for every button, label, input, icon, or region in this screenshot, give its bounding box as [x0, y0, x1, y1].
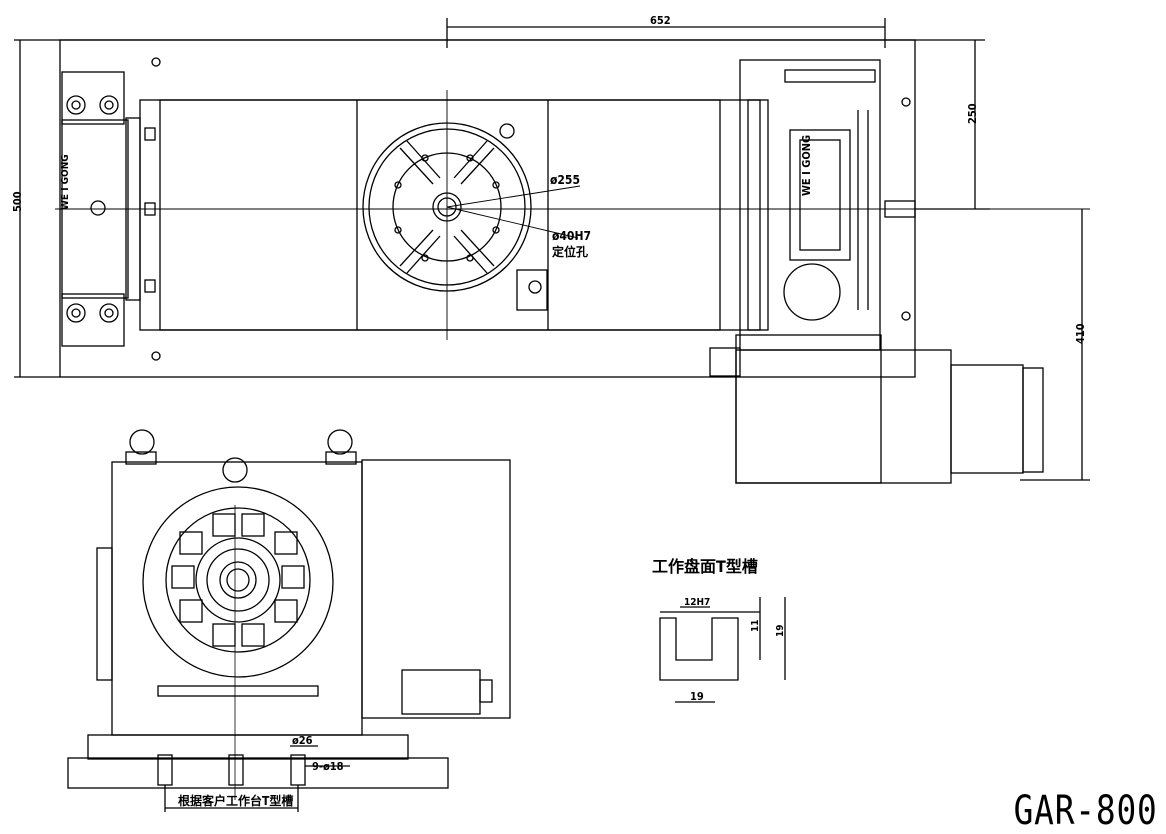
model-label: GAR-800	[1014, 788, 1158, 834]
dim-slot-depth: 11	[750, 619, 761, 632]
t-slot-detail	[659, 597, 786, 703]
base-tslot-label: 根据客户工作台T型槽	[178, 793, 293, 808]
dim-height-410: 410	[1074, 323, 1087, 344]
dim-slot-width: 12H7	[684, 597, 710, 608]
tslot-title: 工作盘面T型槽	[652, 557, 758, 576]
locating-hole-label: 定位孔	[552, 244, 588, 259]
dim-dia-26: ø26	[292, 734, 313, 747]
dim-dia-40h7: ø40H7	[552, 229, 591, 243]
dim-holes: 9-ø18	[312, 760, 344, 773]
dim-slot-total: 19	[775, 624, 786, 637]
dim-height-250: 250	[966, 103, 979, 124]
dim-height-500: 500	[11, 191, 24, 212]
dim-dia-255: ø255	[550, 173, 580, 187]
brand-left: WE I GONG	[60, 154, 71, 210]
brand-right: WE I GONG	[800, 135, 813, 196]
dim-slot-bottom: 19	[690, 690, 704, 703]
top-view	[14, 18, 1090, 484]
dim-overall-width: 652	[650, 14, 671, 27]
front-view	[67, 429, 511, 812]
